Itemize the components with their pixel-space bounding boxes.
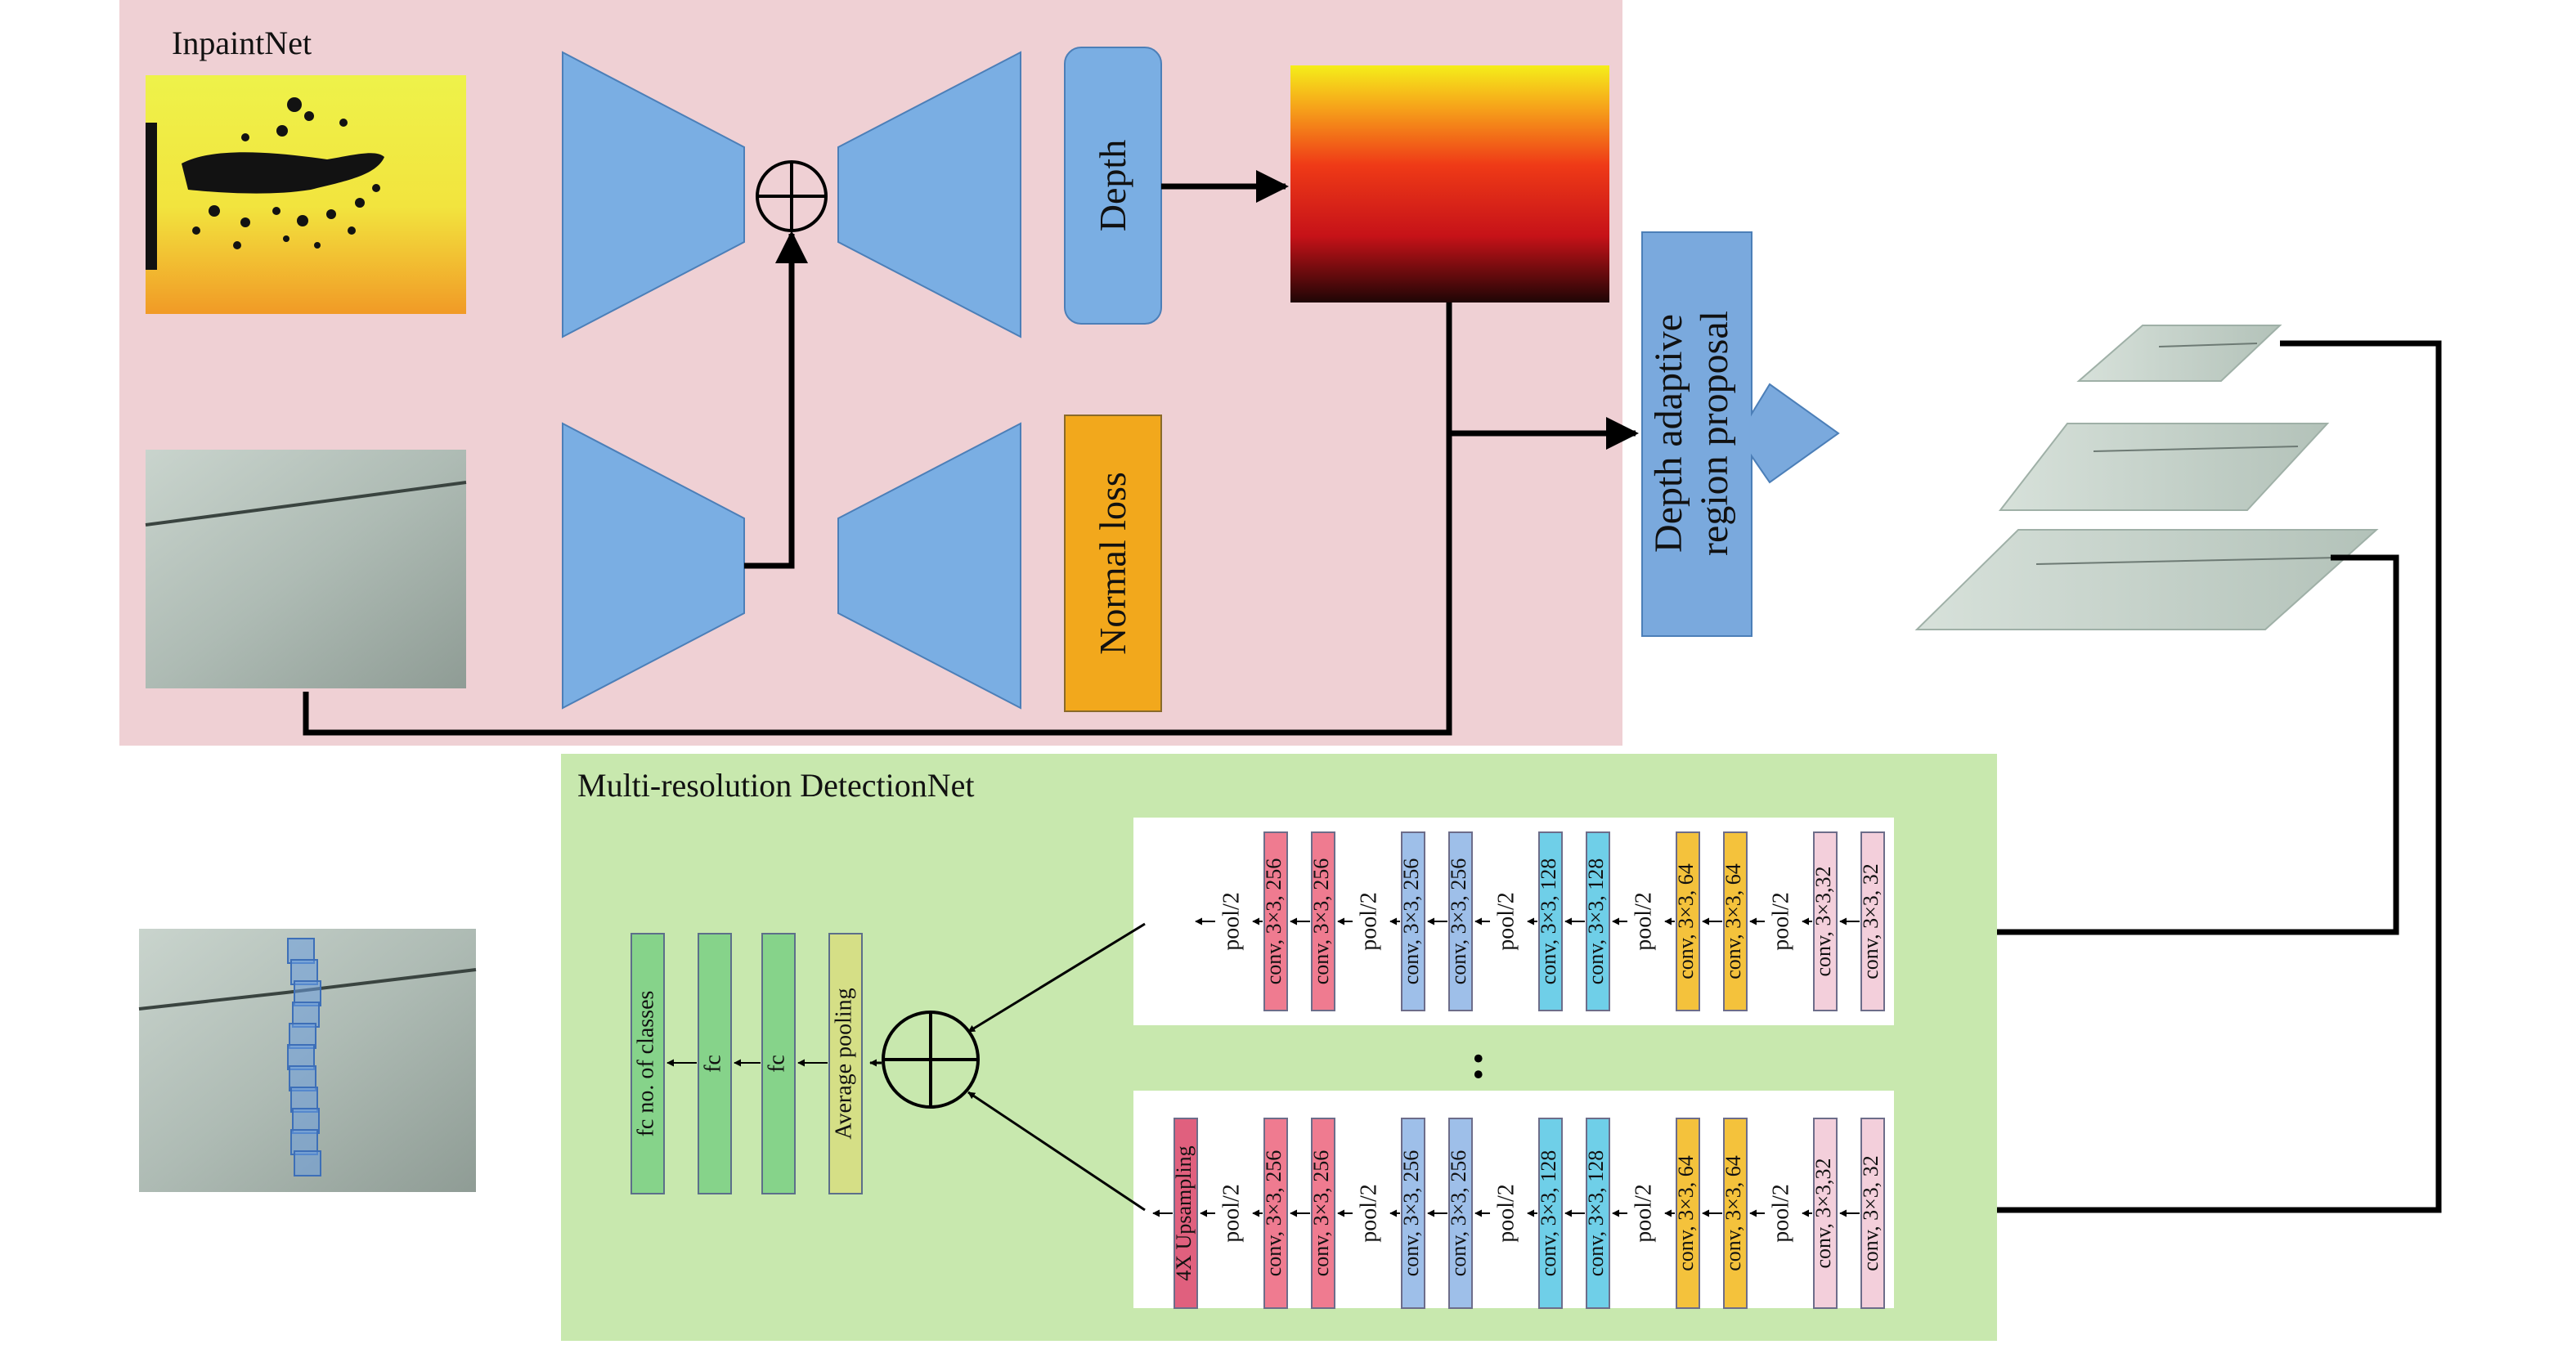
- image-pyramid: [1914, 325, 2379, 630]
- normal-loss-box: Normal loss: [1064, 415, 1162, 712]
- fc-layer-block: [761, 933, 796, 1194]
- conv-layer-label: conv, 3×3, 64: [1674, 863, 1698, 979]
- conv-layer-block: [1401, 1118, 1425, 1309]
- plus-circle-icon: [756, 160, 828, 232]
- conv-layer-block: [1448, 831, 1473, 1011]
- conv-layer-label: conv, 3×3, 256: [1262, 1150, 1286, 1277]
- conv-layer-block: [1448, 1118, 1473, 1309]
- region-proposal-box: Depth adaptive region proposal: [1641, 231, 1840, 637]
- pyramid-small: [2076, 325, 2282, 382]
- conv-layer-block: [1860, 831, 1885, 1011]
- conv-layer-block: [1860, 1118, 1885, 1309]
- conv-layer-block: [1813, 831, 1838, 1011]
- pipeline-top: conv, 3×3, 32 conv, 3×3,32 pool/2 conv, 3×3…: [1195, 831, 1885, 1011]
- pool-label: pool/2: [1768, 1184, 1793, 1243]
- conv-layer-label: conv, 3×3, 256: [1447, 1150, 1470, 1277]
- dense-depth-image: [1290, 65, 1609, 303]
- conv-layer-block: [1263, 831, 1288, 1011]
- conv-layer-label: conv, 3×3, 64: [1721, 863, 1745, 979]
- pool-label: pool/2: [1356, 1184, 1381, 1243]
- conv-layer-block: [1538, 831, 1563, 1011]
- pool-label: pool/2: [1631, 892, 1656, 951]
- conv-layer-block: [1813, 1118, 1838, 1309]
- pipeline-bottom: conv, 3×3, 32 conv, 3×3,32 pool/2 conv, 3×3…: [1152, 1118, 1885, 1309]
- pool-label: pool/2: [1218, 892, 1244, 951]
- inpaintnet-title: InpaintNet: [172, 25, 312, 61]
- conv-layer-block: [1723, 831, 1748, 1011]
- pool-label: pool/2: [1768, 892, 1793, 951]
- detectionnet-title: Multi-resolution DetectionNet: [577, 767, 974, 804]
- sparse-depth-image: [146, 75, 466, 314]
- detection-output-image: [138, 929, 477, 1192]
- conv-layer-block: [1311, 1118, 1335, 1309]
- conv-layer-block: [1263, 1118, 1288, 1309]
- depth-output-box: Depth: [1064, 47, 1162, 325]
- rgb-input-image: [145, 450, 467, 688]
- classifier-head: Average pooling fc fc fc no. of classes: [631, 933, 863, 1194]
- detection-boxes: [287, 938, 321, 1176]
- proposal-line2: region proposal: [1693, 311, 1736, 556]
- depth-encoder: [562, 51, 745, 338]
- conv-layer-label: conv, 3×3, 256: [1399, 858, 1423, 985]
- conv-layer-label: conv, 3×3, 256: [1309, 858, 1333, 985]
- pyramid-medium: [1998, 423, 2330, 511]
- plus-circle-icon: [882, 1011, 980, 1109]
- conv-layer-label: conv, 3×3, 128: [1584, 1150, 1608, 1277]
- conv-layer-label: conv, 3×3, 256: [1262, 858, 1286, 985]
- connector-rgb-to-proposal: [303, 303, 1452, 736]
- conv-layer-label: conv, 3×3, 64: [1721, 1155, 1745, 1271]
- conv-layer-label: conv, 3×3, 256: [1399, 1150, 1423, 1277]
- pool-label: pool/2: [1218, 1184, 1244, 1243]
- conv-layer-block: [1174, 1118, 1198, 1309]
- pool-label: pool/2: [1631, 1184, 1656, 1243]
- proposal-line1: Depth adaptive: [1647, 314, 1690, 553]
- conv-layer-block: [1401, 831, 1425, 1011]
- detection-box: [294, 1150, 321, 1176]
- conv-layer-block: [1676, 1118, 1700, 1309]
- conv-layer-block: [1723, 1118, 1748, 1309]
- conv-layer-label: 4X Upsampling: [1172, 1145, 1196, 1280]
- conv-layer-label: conv, 3×3, 128: [1537, 1150, 1560, 1277]
- conv-layer-label: conv, 3×3, 128: [1537, 858, 1560, 985]
- normal-encoder: [562, 422, 745, 710]
- conv-layer-label: conv, 3×3, 256: [1309, 1150, 1333, 1277]
- head-layer-label: fc: [764, 1055, 789, 1073]
- conv-layer-label: conv, 3×3, 64: [1674, 1155, 1698, 1271]
- head-layer-label: fc no. of classes: [633, 991, 658, 1137]
- connector-normal-to-fusion: [744, 231, 808, 569]
- conv-layer-block: [1676, 831, 1700, 1011]
- head-layer-label: Average pooling: [831, 988, 856, 1139]
- conv-layer-label: conv, 3×3,32: [1811, 866, 1835, 976]
- conv-layer-label: conv, 3×3, 32: [1859, 863, 1883, 979]
- conv-layer-block: [1538, 1118, 1563, 1309]
- connector-small-to-top: [1904, 340, 2442, 1226]
- normal-decoder: [837, 422, 1021, 710]
- conv-layer-label: conv, 3×3, 256: [1447, 858, 1470, 985]
- conv-layer-label: conv, 3×3, 128: [1584, 858, 1608, 985]
- pipeline-ellipsis: :: [1470, 1034, 1487, 1088]
- conv-layer-label: conv, 3×3, 32: [1859, 1155, 1883, 1271]
- pyramid-large: [1914, 529, 2379, 630]
- connector-top-to-fusion: [967, 922, 1146, 1033]
- pool-label: pool/2: [1356, 892, 1381, 951]
- pipeline-bottom-bg: [1133, 1091, 1894, 1308]
- fc-layer-block: [698, 933, 732, 1194]
- head-layer-label: fc: [700, 1055, 725, 1073]
- conv-layer-block: [1586, 831, 1610, 1011]
- pool-label: pool/2: [1493, 892, 1519, 951]
- average-pooling-block: [828, 933, 863, 1194]
- conv-layer-block: [1586, 1118, 1610, 1309]
- conv-layer-label: conv, 3×3,32: [1811, 1158, 1835, 1268]
- depth-decoder: [837, 51, 1021, 338]
- conv-layer-block: [1311, 831, 1335, 1011]
- normal-loss-label: Normal loss: [1092, 472, 1133, 655]
- connector-large-to-bottom: [1904, 554, 2399, 948]
- connector-bottom-to-fusion: [967, 1091, 1146, 1212]
- pool-label: pool/2: [1493, 1184, 1519, 1243]
- fc-layer-block: [631, 933, 665, 1194]
- depth-label: Depth: [1092, 140, 1133, 231]
